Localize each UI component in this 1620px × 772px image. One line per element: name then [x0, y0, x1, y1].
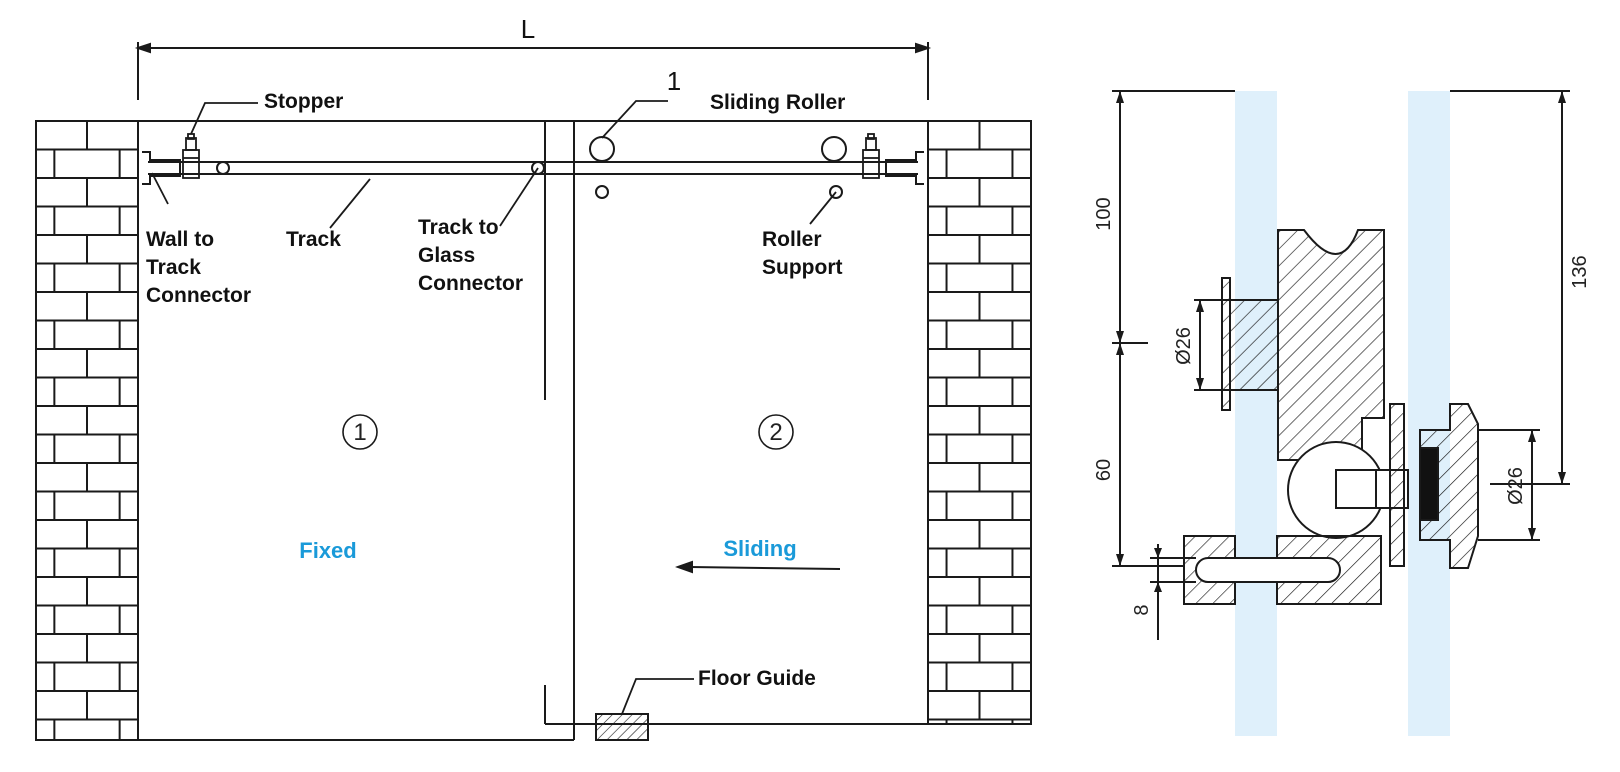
front-view	[35, 42, 1032, 741]
label-floor-guide: Floor Guide	[698, 667, 816, 690]
stopper-left	[182, 133, 200, 179]
dim-60: 60	[1093, 459, 1115, 481]
track-bolt-left	[216, 161, 230, 175]
floor-guide	[595, 713, 649, 741]
rubber-gasket	[1419, 447, 1439, 521]
panel-1-marker-circle	[342, 414, 378, 450]
roller-support-left	[595, 185, 609, 199]
label-stopper: Stopper	[264, 90, 343, 113]
right-clamp	[1419, 403, 1479, 569]
wall-to-track-connector-left	[142, 151, 181, 185]
guide-slot-pin	[1195, 557, 1341, 583]
label-sliding: Sliding	[723, 536, 796, 561]
label-fixed: Fixed	[299, 538, 356, 563]
glass-panel-left	[1235, 91, 1277, 736]
top-connector-flange	[1221, 277, 1231, 411]
panel-2-number: 2	[769, 419, 782, 446]
leader-lines	[151, 100, 837, 715]
left-brick-wall	[35, 120, 139, 741]
right-bracket-plate	[1389, 403, 1405, 567]
label-wall-to-track-2: Track	[146, 256, 201, 279]
callout-number-1: 1	[667, 66, 681, 96]
label-roller-support-1: Roller	[762, 228, 822, 251]
top-connector-shaft	[1229, 299, 1279, 391]
dim-136: 136	[1569, 255, 1591, 288]
glass-panel-right	[1408, 91, 1450, 736]
roller-body	[1277, 229, 1385, 461]
label-wall-to-track-3: Connector	[146, 284, 251, 307]
stopper-right	[862, 133, 880, 179]
label-track-to-glass-1: Track to	[418, 216, 499, 239]
dim-dia-right: Ø26	[1505, 467, 1527, 505]
fixed-glass-panel	[138, 121, 575, 741]
panel-1-number: 1	[353, 419, 366, 446]
roller-support-right	[829, 185, 843, 199]
width-label-l: L	[521, 14, 535, 44]
wheel-axle	[1335, 469, 1377, 509]
label-track-to-glass-2: Glass	[418, 244, 475, 267]
dim-dia-top: Ø26	[1173, 327, 1195, 365]
section-view: 100 60 Ø26 136 Ø26 8	[1093, 90, 1591, 736]
dim-100: 100	[1093, 197, 1115, 230]
label-wall-to-track-1: Wall to	[146, 228, 214, 251]
right-brick-wall	[927, 120, 1032, 725]
dim-8: 8	[1131, 604, 1153, 615]
sliding-direction-arrow	[675, 560, 841, 574]
panel-2-marker-circle	[758, 414, 794, 450]
label-track-to-glass-3: Connector	[418, 272, 523, 295]
sliding-roller-left	[589, 136, 615, 162]
label-sliding-roller: Sliding Roller	[710, 91, 845, 114]
sliding-roller-right	[821, 136, 847, 162]
width-dimension	[134, 42, 932, 100]
track-to-glass-connector-point	[531, 161, 545, 175]
sliding-glass-panel	[544, 121, 929, 725]
label-track: Track	[286, 228, 341, 251]
label-roller-support-2: Support	[762, 256, 842, 279]
wall-to-track-connector-right	[885, 151, 924, 185]
